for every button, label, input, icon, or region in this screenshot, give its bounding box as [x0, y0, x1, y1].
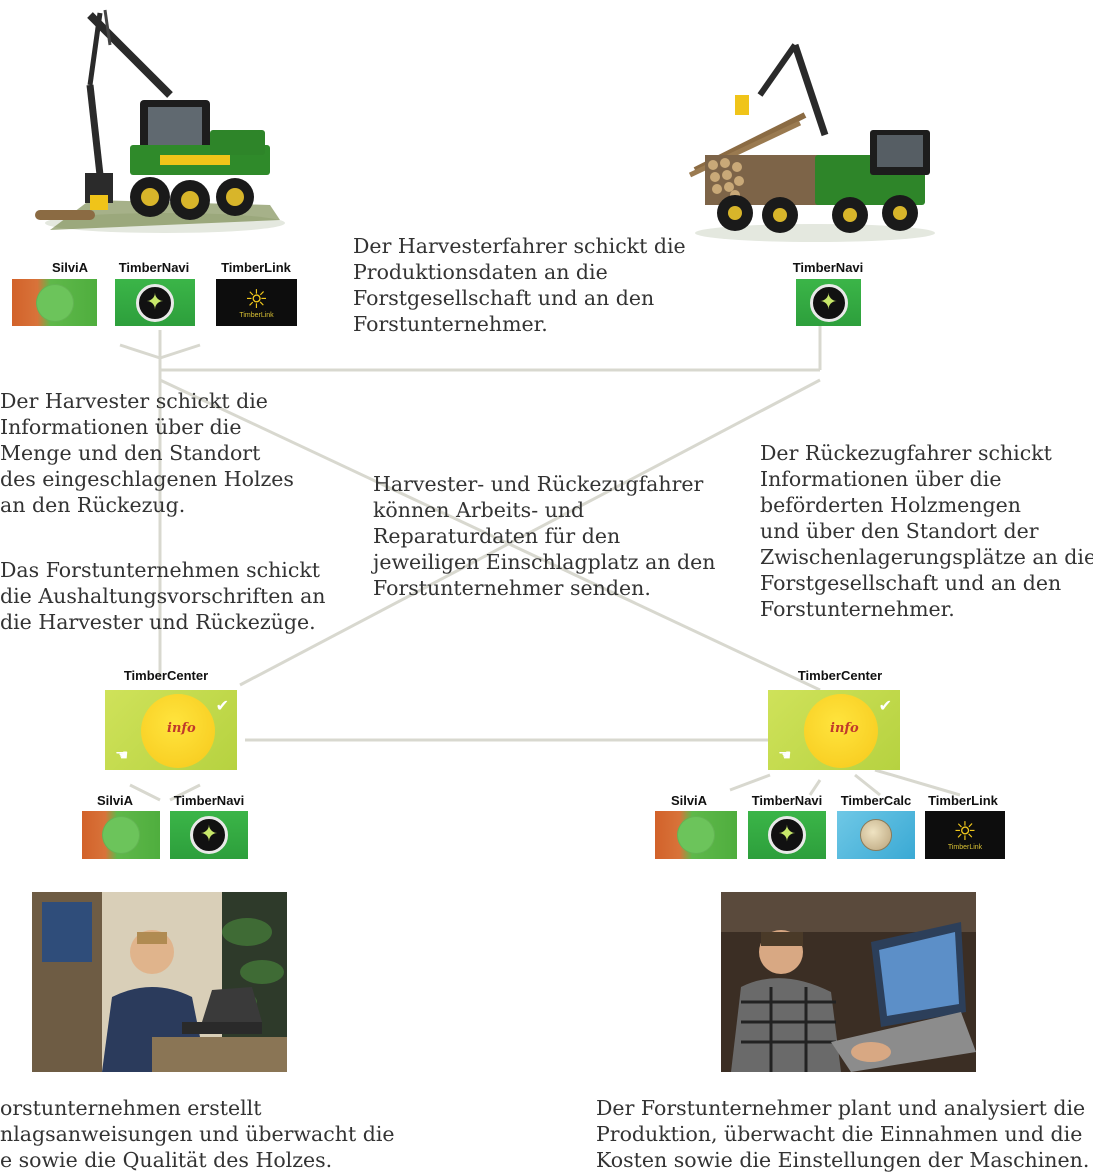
connector-diagonal-up	[239, 378, 821, 687]
coin-icon	[837, 811, 915, 859]
compass-icon: ✦	[748, 811, 826, 859]
compass-icon: ✦	[796, 279, 861, 326]
forwarder-image	[688, 43, 935, 242]
label-timberlink-right: TimberLink	[928, 793, 998, 808]
connector-center-silvia-right	[729, 773, 771, 792]
label-timbercenter-right: TimberCenter	[797, 668, 883, 683]
compass-icon: ✦	[115, 279, 195, 326]
connector-diagonal-down	[159, 378, 821, 692]
silvia-icon	[12, 279, 97, 326]
info-sun-icon: info✔☚	[768, 690, 900, 770]
office-photo-left	[32, 892, 287, 1072]
connector-link-left	[159, 343, 201, 360]
label-timbercenter-left: TimberCenter	[123, 668, 209, 683]
text-contractor-plans: Der Forstunternehmer plant und analysier…	[596, 1096, 1090, 1172]
office-photo-right	[721, 892, 976, 1072]
label-timbercalc: TimberCalc	[840, 793, 912, 808]
label-silvia-right: SilviA	[670, 793, 708, 808]
timberlink-icon: ☼TimberLink	[925, 811, 1005, 859]
connector-center-calc-right	[854, 773, 881, 797]
info-sun-icon: info✔☚	[105, 690, 237, 770]
connector-center-silvia-left	[129, 783, 161, 802]
label-timbernavi-left: TimberNavi	[173, 793, 245, 808]
compass-icon: ✦	[170, 811, 248, 859]
label-timberlink-top: TimberLink	[221, 260, 291, 275]
connector-center-navi-right	[808, 779, 822, 796]
label-timbernavi-top: TimberNavi	[118, 260, 190, 275]
silvia-icon	[82, 811, 160, 859]
label-silvia-left: SilviA	[96, 793, 134, 808]
silvia-icon	[655, 811, 737, 859]
label-timbernavi-forwarder: TimberNavi	[792, 260, 864, 275]
label-silvia-top: SilviA	[51, 260, 89, 275]
timberlink-icon: ☼TimberLink	[216, 279, 297, 326]
harvester-image	[35, 9, 285, 233]
label-timbernavi-right: TimberNavi	[751, 793, 823, 808]
connector-silvia-left	[119, 343, 161, 360]
connector-center-navi-left	[169, 783, 201, 802]
connector-center-link-right	[874, 768, 961, 797]
